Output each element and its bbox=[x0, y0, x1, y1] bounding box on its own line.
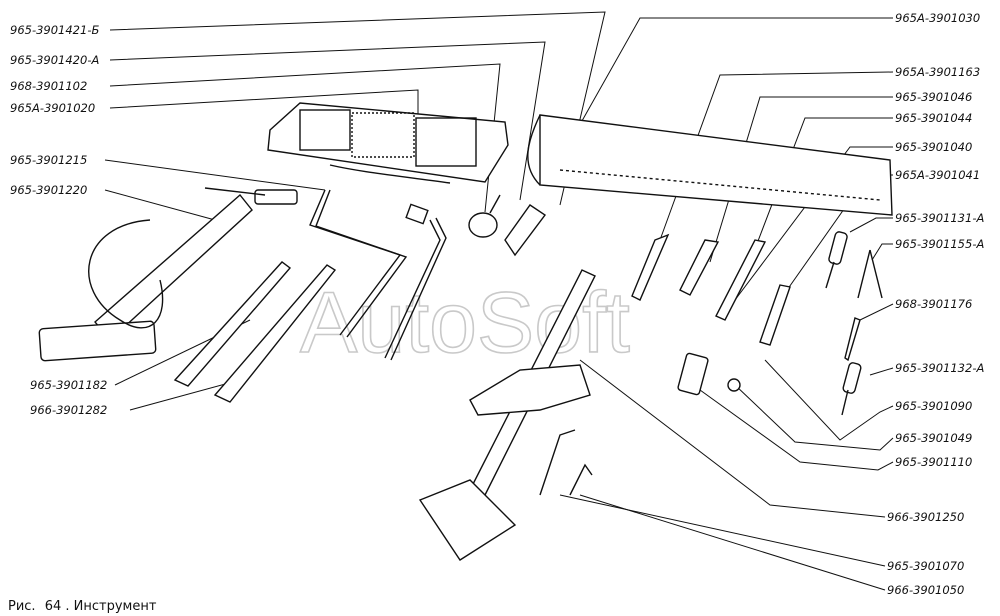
leader-line bbox=[577, 17, 893, 129]
washer bbox=[727, 378, 741, 392]
part-label: 965-3901420-А bbox=[10, 53, 99, 67]
tire-lever-1 bbox=[173, 261, 292, 387]
leader-line bbox=[129, 379, 241, 411]
open-end-wrench-3 bbox=[759, 284, 791, 346]
spark-plug-socket bbox=[677, 352, 709, 396]
part-label: 965-3901131-А bbox=[895, 211, 984, 225]
socket-wrench bbox=[384, 203, 447, 361]
caption-number: 64 bbox=[45, 599, 62, 614]
part-label: 965-3901044 bbox=[895, 111, 972, 125]
part-label: 965-3901155-А bbox=[895, 237, 984, 251]
caption-title: . Инструмент bbox=[65, 599, 156, 614]
jack-handle bbox=[539, 429, 576, 496]
part-label: 965-3901182 bbox=[30, 378, 107, 392]
part-label: 965А-3901030 bbox=[895, 11, 980, 25]
pliers bbox=[857, 249, 883, 299]
flashlight bbox=[504, 204, 547, 257]
leader-line bbox=[579, 494, 886, 591]
part-label: 965А-3901041 bbox=[895, 168, 980, 182]
leader-line bbox=[871, 243, 893, 261]
open-end-wrench-1 bbox=[679, 239, 720, 296]
leader-line bbox=[734, 384, 894, 451]
adjustable-wrench bbox=[631, 233, 670, 301]
leader-line bbox=[709, 96, 893, 263]
tool-bag bbox=[267, 102, 509, 184]
leader-line bbox=[104, 159, 326, 191]
part-label: 965-3901090 bbox=[895, 399, 972, 413]
hook bbox=[569, 463, 593, 496]
figure-caption: Рис. 64 . Инструмент bbox=[8, 599, 157, 614]
tool-wrap bbox=[527, 114, 893, 216]
screwdriver-2 bbox=[841, 362, 862, 416]
leader-line bbox=[764, 359, 894, 441]
part-label: 965-3901110 bbox=[895, 455, 972, 469]
jack bbox=[418, 269, 596, 561]
crank-handle bbox=[309, 189, 408, 338]
part-label: 965-3901070 bbox=[887, 559, 964, 573]
leader-line bbox=[734, 146, 893, 301]
leader-line bbox=[849, 217, 893, 233]
tire-lever-2 bbox=[213, 264, 337, 403]
leader-line bbox=[749, 117, 893, 263]
leader-line bbox=[104, 189, 216, 221]
part-labels-right: 965А-3901030 965А-3901163 965-3901046 96… bbox=[887, 11, 984, 597]
part-label: 965-3901421-Б bbox=[10, 23, 99, 37]
leader-line bbox=[699, 389, 894, 471]
part-label: 965-3901132-А bbox=[895, 361, 984, 375]
punch bbox=[844, 317, 861, 362]
part-label: 965А-3901020 bbox=[10, 101, 95, 115]
part-labels-left: 965-3901421-Б 965-3901420-А 968-3901102 … bbox=[10, 23, 107, 417]
leader-line bbox=[559, 494, 886, 567]
part-label: 966-3901250 bbox=[887, 510, 964, 524]
leader-line bbox=[859, 303, 894, 321]
part-label: 965-3901215 bbox=[10, 153, 87, 167]
part-label: 965-3901220 bbox=[10, 183, 87, 197]
caption-prefix: Рис. bbox=[8, 599, 36, 614]
leader-line bbox=[869, 367, 894, 376]
part-label: 965-3901046 bbox=[895, 90, 972, 104]
tire-pump bbox=[38, 187, 298, 362]
open-end-wrench-2 bbox=[715, 239, 767, 321]
part-label: 966-3901050 bbox=[887, 583, 964, 597]
part-label: 968-3901176 bbox=[895, 297, 972, 311]
screwdriver-1 bbox=[825, 231, 848, 289]
part-label: 965-3901040 bbox=[895, 140, 972, 154]
part-label: 968-3901102 bbox=[10, 79, 87, 93]
part-label: 966-3901282 bbox=[30, 403, 107, 417]
leader-line bbox=[579, 359, 886, 518]
part-label: 965А-3901163 bbox=[895, 65, 980, 79]
oil-can bbox=[468, 194, 501, 238]
leader-line bbox=[109, 89, 419, 122]
part-label: 965-3901049 bbox=[895, 431, 972, 445]
